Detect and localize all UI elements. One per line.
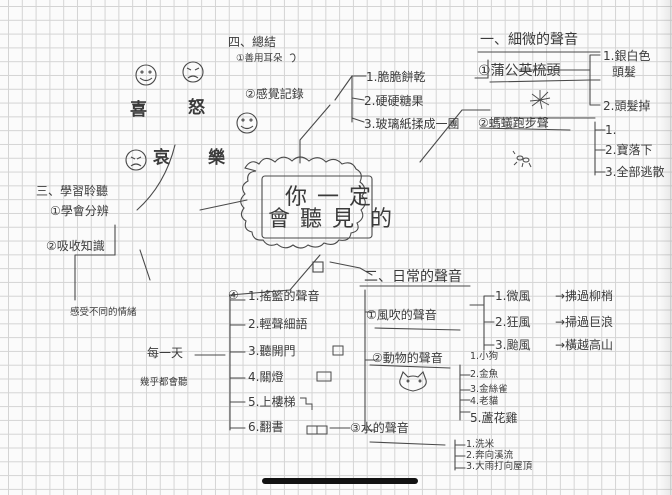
summary-title: 四、總結	[228, 35, 277, 49]
center-line1: 你一定	[285, 185, 382, 210]
small-square	[312, 261, 324, 273]
smiley-face-icon-2	[236, 112, 258, 134]
summary-sub-2: 2.硬硬糖果	[364, 94, 424, 108]
emotion-sorrow: 哀	[153, 148, 170, 168]
daily-animal-title: ②動物的聲音	[372, 351, 443, 365]
wind-item-1-desc: →拂過柳梢	[555, 289, 614, 303]
water-item-3: 3.大雨打向屋頂	[466, 461, 533, 472]
cat-face-icon	[399, 371, 427, 392]
learn-note: 感受不同的情緒	[70, 307, 137, 318]
center-cloud	[240, 156, 366, 249]
everyday-item-3: 3.聽開門	[248, 344, 296, 358]
animal-item-4: 4.老貓	[470, 396, 499, 407]
animal-item-1: 1.小狗	[470, 351, 499, 362]
subtle-item1-sub-3: 2.頭髮掉	[603, 99, 651, 113]
center-line3: 的	[370, 207, 393, 232]
subtle-title: 一、細微的聲音	[480, 32, 578, 48]
home-indicator-bar[interactable]	[262, 478, 418, 484]
dandelion-icon	[529, 90, 551, 110]
animal-item-5: 5.蘆花雞	[470, 411, 518, 425]
emotion-joy: 喜	[130, 100, 147, 120]
page-edge-shadow	[658, 0, 672, 495]
subtle-item1: ①蒲公英梳頭	[478, 63, 561, 79]
everyday-num: ④	[228, 288, 239, 302]
lamp-icon	[316, 371, 332, 382]
ear-icon	[289, 53, 296, 63]
wind-item-3: 3.颱風	[495, 338, 531, 352]
everyday-label-2: 幾乎都會聽	[140, 377, 188, 388]
wind-item-1: 1.微風	[495, 289, 531, 303]
daily-wind-title: ①風吹的聲音	[366, 308, 437, 322]
subtle-item2: ②螞蟻跑步聲	[478, 116, 549, 130]
emotion-anger: 怒	[188, 98, 205, 118]
wind-item-2-desc: →掃過巨浪	[555, 315, 614, 329]
everyday-item-1: 1.搖籃的聲音	[248, 289, 320, 303]
summary-item1: ①善用耳朵	[236, 53, 283, 64]
learn-item1: ①學會分辨	[50, 204, 109, 218]
daily-water-title: ③水的聲音	[350, 421, 409, 435]
everyday-item-2: 2.輕聲細語	[248, 317, 308, 331]
smiley-face-icon	[135, 64, 157, 86]
animal-item-3: 3.金絲雀	[470, 384, 508, 395]
water-item-1: 1.洗米	[466, 439, 495, 450]
everyday-label-1: 每一天	[147, 346, 184, 360]
summary-sub-1: 1.脆脆餅乾	[366, 70, 426, 84]
subtle-item2-sub-1: 1.	[605, 123, 617, 137]
water-item-2: 2.奔向溪流	[466, 450, 514, 461]
subtle-item1-sub-1: 1.銀白色	[603, 49, 651, 63]
stairs-icon	[300, 397, 313, 410]
angry-face-icon	[182, 61, 204, 83]
everyday-item-6: 6.翻書	[248, 420, 284, 434]
door-icon	[332, 345, 344, 356]
center-line2: 會聽見	[268, 207, 365, 232]
subtle-item2-sub-2: 2.寶落下	[605, 143, 653, 157]
subtle-item2-sub-3: 3.全部逃散	[605, 165, 665, 179]
summary-sub-3: 3.玻璃紙揉成一團	[364, 117, 460, 131]
sad-face-icon	[125, 149, 147, 171]
learn-item2: ②吸收知識	[46, 239, 105, 253]
everyday-item-5: 5.上樓梯	[248, 395, 296, 409]
animal-item-2: 2.金魚	[470, 369, 499, 380]
center-inner-box	[261, 175, 373, 239]
daily-title: 二、日常的聲音	[364, 269, 462, 285]
wind-item-2: 2.狂風	[495, 315, 531, 329]
learn-title: 三、學習聆聽	[36, 184, 109, 198]
emotion-happy: 樂	[208, 148, 225, 168]
everyday-item-4: 4.關燈	[248, 370, 284, 384]
summary-item2: ②感覺記錄	[245, 87, 304, 101]
ant-icon	[512, 150, 532, 168]
wind-item-3-desc: →橫越高山	[555, 338, 614, 352]
subtle-item1-sub-2: 頭髮	[612, 65, 637, 79]
